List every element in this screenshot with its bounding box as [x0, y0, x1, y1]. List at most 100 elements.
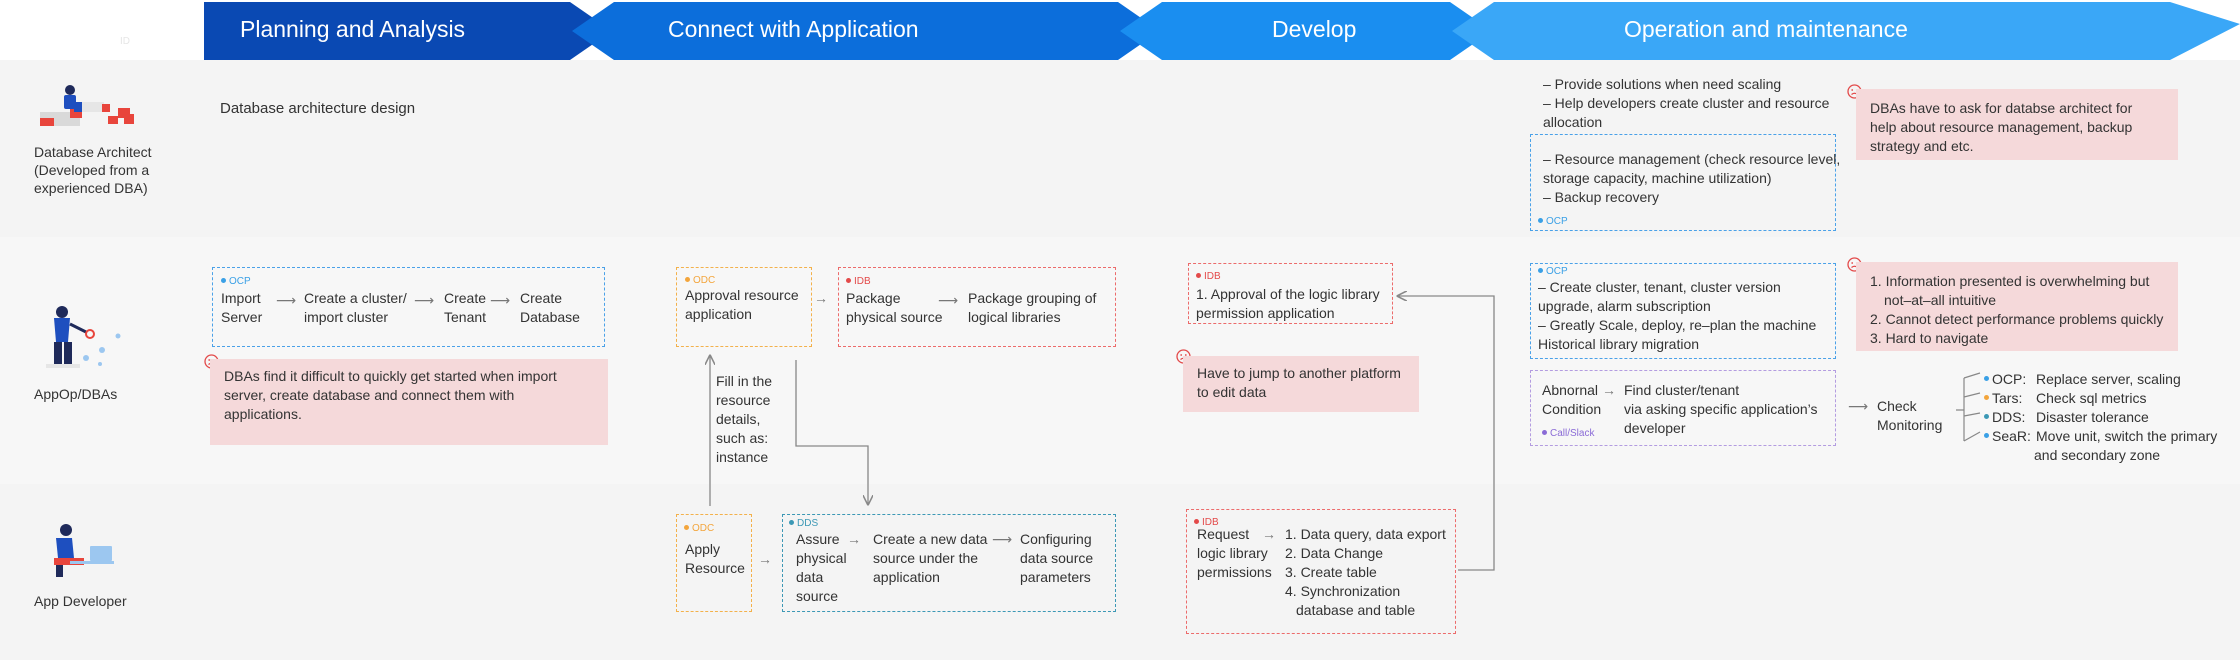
- step-package-grouping-line1: Package grouping of: [968, 290, 1097, 306]
- step-assure-physical-line2: physical: [796, 550, 847, 566]
- architect-pain-line2: help about resource management, backup: [1870, 119, 2133, 135]
- step-create-database-line2: Database: [520, 309, 580, 325]
- ocp-operation-tag-text: OCP: [1546, 266, 1568, 277]
- logic-library-approval-line2: permission application: [1196, 305, 1335, 321]
- approval-resource-line1: Approval resource: [685, 287, 799, 303]
- arrow-icon: ⟶: [490, 292, 511, 308]
- odc-approval-tag: ODC: [685, 275, 715, 287]
- ocp-operation-line1: – Create cluster, tenant, cluster versio…: [1538, 279, 1781, 295]
- monitoring-name-dds: DDS:: [1992, 409, 2026, 425]
- find-cluster-line1: Find cluster/tenant: [1624, 382, 1740, 398]
- planning-pain-point: DBAs find it difficult to quickly get st…: [210, 359, 608, 445]
- role-label-architect: Database Architect (Developed from a exp…: [34, 143, 152, 197]
- step-create-datasource-line1: Create a new data: [873, 531, 988, 547]
- arrow-icon: ⟶: [938, 292, 959, 308]
- phase-label-planning: Planning and Analysis: [240, 16, 466, 42]
- monitoring-dot-tars: [1984, 395, 1989, 400]
- ocp-operation-tag: OCP: [1538, 266, 1568, 278]
- monitoring-item-sear: SeaR:Move unit, switch the primary: [1984, 427, 2217, 446]
- step-assure-physical-line3: data: [796, 569, 824, 585]
- find-cluster-line2: via asking specific application’s: [1624, 401, 1818, 417]
- ocp-operation-line2: upgrade, alarm subscription: [1538, 298, 1711, 314]
- step-import-server-line2: Server: [221, 309, 263, 325]
- phase-label-operation: Operation and maintenance: [1624, 16, 1908, 42]
- permission-list-item-3: 3. Create table: [1285, 564, 1377, 580]
- architect-ops-box-tag: OCP: [1538, 216, 1568, 228]
- step-create-database: Create Database: [520, 289, 580, 327]
- permission-list-item-1: 1. Data query, data export: [1285, 526, 1446, 542]
- architect-pain-line1: DBAs have to ask for databse architect f…: [1870, 100, 2133, 116]
- check-monitoring-text: Check Monitoring: [1877, 397, 1942, 435]
- request-permission-text: Request logic library permissions: [1197, 525, 1272, 582]
- step-create-datasource: Create a new data source under the appli…: [873, 530, 987, 587]
- ocp-operation-text: – Create cluster, tenant, cluster versio…: [1538, 278, 1816, 354]
- architect-ops-box: [1530, 134, 1836, 231]
- monitoring-bracket: [1956, 372, 1981, 442]
- step-create-database-line1: Create: [520, 290, 563, 306]
- idb-permission-tag: IDB: [1194, 517, 1219, 529]
- role-label-developer: App Developer: [34, 592, 127, 610]
- connector-approval-to-dds: [795, 360, 868, 504]
- step-configure-datasource-line2: data source: [1020, 550, 1094, 566]
- connector-request-to-approval: [1398, 296, 1495, 571]
- permission-list: 1. Data query, data export 2. Data Chang…: [1285, 525, 1446, 620]
- fill-resource-line2: resource: [716, 392, 771, 408]
- architect-ops-text-line1: – Provide solutions when need scaling: [1543, 76, 1782, 92]
- architect-ops-box-text: – Resource management (check resource le…: [1543, 150, 1840, 207]
- logic-library-approval-line1: 1. Approval of the logic library: [1196, 286, 1380, 302]
- architect-ops-text-line3: allocation: [1543, 114, 1603, 130]
- check-monitoring-line1: Check: [1877, 398, 1917, 414]
- role-label-architect-line2: (Developed from a: [34, 162, 150, 178]
- idb-permission-tag-text: IDB: [1202, 517, 1219, 528]
- role-label-appop-line1: AppOp/DBAs: [34, 386, 118, 402]
- arrow-icon: →: [814, 290, 828, 306]
- planning-pain-line1: DBAs find it difficult to quickly get st…: [224, 368, 557, 384]
- arrow-icon: ⟶: [414, 292, 435, 308]
- step-assure-physical: Assure physical data source: [796, 530, 847, 606]
- odc-approval-tag-text: ODC: [693, 275, 716, 286]
- step-create-datasource-line3: application: [873, 569, 940, 585]
- monitoring-name-sear: SeaR:: [1992, 428, 2031, 444]
- arrow-icon: →: [1262, 526, 1276, 542]
- phase-label-develop: Develop: [1272, 16, 1357, 42]
- monitoring-desc-tars: Check sql metrics: [2036, 390, 2147, 406]
- check-monitoring-line2: Monitoring: [1877, 417, 1943, 433]
- monitoring-item-ocp: OCP:Replace server, scaling: [1984, 370, 2181, 389]
- planning-pain-line3: applications.: [224, 406, 302, 422]
- step-create-datasource-line2: source under the: [873, 550, 979, 566]
- call-slack-tag-text: Call/Slack: [1550, 428, 1595, 439]
- phase-chevron-planning: [204, 2, 612, 60]
- arrow-icon: →: [1602, 382, 1616, 398]
- step-assure-physical-line1: Assure: [796, 531, 840, 547]
- step-create-cluster-line1: Create a cluster/: [304, 290, 407, 306]
- step-create-tenant-line2: Tenant: [444, 309, 487, 325]
- step-configure-datasource: Configuring data source parameters: [1020, 530, 1093, 587]
- planning-pain-line2: server, create database and connect them…: [224, 387, 515, 403]
- permission-list-item-4-cont: database and table: [1296, 602, 1416, 618]
- step-create-cluster: Create a cluster/ import cluster: [304, 289, 407, 327]
- fill-resource-line4: such as:: [716, 430, 769, 446]
- abnormal-condition-text: Abnornal Condition: [1542, 381, 1601, 419]
- idb-package-tag: IDB: [846, 276, 871, 288]
- step-create-tenant-line1: Create: [444, 290, 487, 306]
- logic-library-approval-text: 1. Approval of the logic library permiss…: [1196, 285, 1380, 323]
- fill-resource-line1: Fill in the: [716, 373, 773, 389]
- phase-chevron-operation: [1452, 2, 2240, 60]
- architect-ops-text-line2: – Help developers create cluster and res…: [1543, 95, 1830, 111]
- monitoring-desc-ocp: Replace server, scaling: [2036, 371, 2181, 387]
- header-small-tag: ID: [120, 36, 130, 47]
- ocp-operation-box: [1530, 263, 1836, 359]
- ocp-operation-line4: Historical library migration: [1538, 336, 1700, 352]
- phase-label-connect: Connect with Application: [668, 16, 919, 42]
- monitoring-dot-ocp: [1984, 376, 1989, 381]
- architect-ops-box-line2: storage capacity, machine utilization): [1543, 170, 1772, 186]
- ocp-setup-box: [212, 267, 605, 347]
- odc-approval-box: [676, 267, 812, 347]
- idb-approval-tag: IDB: [1196, 271, 1221, 283]
- step-import-server-line1: Import: [221, 290, 261, 306]
- apply-resource-line1: Apply: [685, 541, 721, 557]
- permission-list-item-4: 4. Synchronization: [1285, 583, 1401, 599]
- arrow-icon: ⟶: [1848, 398, 1869, 414]
- idb-package-tag-text: IDB: [854, 276, 871, 287]
- step-assure-physical-line4: source: [796, 588, 839, 604]
